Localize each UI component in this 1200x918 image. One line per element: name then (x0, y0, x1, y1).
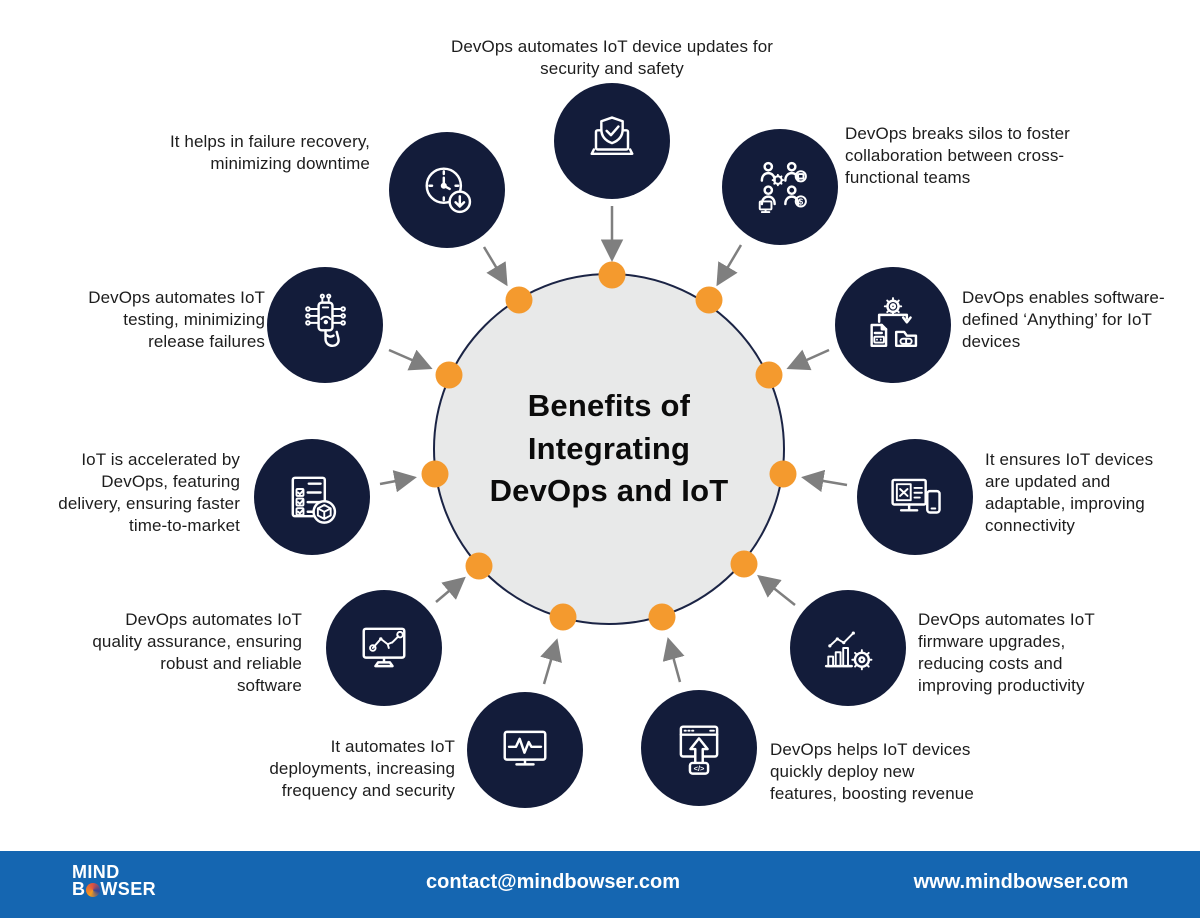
benefit-label-updated-adaptable: It ensures IoT devices are updated and a… (985, 450, 1154, 536)
team-collaboration-icon: $ (758, 161, 807, 214)
benefit-circle-software-defined (835, 267, 951, 383)
connector-arrow (540, 638, 562, 685)
benefit-circle-device-updates (554, 83, 670, 199)
diagram-title-line: DevOps and IoT (489, 473, 729, 509)
footer-email[interactable]: contact@mindbowser.com (426, 871, 680, 893)
benefit-label-quality-assurance: DevOps automates IoT quality assurance, … (92, 610, 302, 696)
connector-dot (755, 361, 783, 389)
connector-dot (695, 286, 723, 314)
robot-monitor-icon (362, 627, 406, 668)
clock-download-icon (425, 167, 472, 214)
iot-chip-icon (305, 293, 346, 348)
benefit-label-iot-testing: DevOps automates IoT testing, minimizing… (88, 288, 265, 352)
mindbowser-logo: MIND B WSER (72, 862, 157, 900)
footer-website[interactable]: www.mindbowser.com (913, 871, 1129, 893)
benefit-label-deploy-features: DevOps helps IoT devices quickly deploy … (770, 740, 974, 804)
deploy-window-icon: </> (679, 725, 719, 775)
benefit-circle-failure-recovery (389, 132, 505, 248)
logo-swirl-icon (85, 882, 100, 897)
benefit-circle-iot-testing (267, 267, 383, 383)
chart-gear-icon (824, 631, 873, 671)
connector-arrow (482, 246, 508, 287)
monitor-devices-icon (891, 478, 941, 514)
logo-text-wser: WSER (100, 879, 157, 900)
benefit-circle-deploy-features: </> (641, 690, 757, 806)
benefit-circle-faster-delivery (254, 439, 370, 555)
benefit-label-faster-delivery: IoT is accelerated by DevOps, featuring … (58, 450, 240, 536)
checklist-package-icon (291, 476, 337, 524)
benefit-label-deployments: It automates IoT deployments, increasing… (269, 737, 455, 801)
benefit-circle-quality-assurance (326, 590, 442, 706)
benefit-circle-updated-adaptable (857, 439, 973, 555)
connector-arrow (435, 576, 466, 603)
connector-arrow (716, 244, 743, 287)
connector-arrow (786, 348, 830, 371)
connector-arrow (388, 348, 433, 371)
connector-dot (730, 550, 758, 578)
benefit-label-failure-recovery: It helps in failure recovery, minimizing… (169, 132, 370, 174)
svg-text:$: $ (798, 196, 803, 206)
connector-dot (435, 361, 463, 389)
connector-dot (598, 261, 626, 289)
benefit-label-firmware-upgrades: DevOps automates IoT firmware upgrades, … (918, 610, 1095, 696)
connector-arrow (379, 470, 417, 493)
connector-dot (769, 460, 797, 488)
connector-arrow (662, 637, 685, 683)
connector-dot (421, 460, 449, 488)
benefit-circle-breaks-silos: $ (722, 129, 838, 245)
file-folder-gear-icon (870, 297, 918, 348)
footer-bar: MIND B WSER contact@mindbowser.com www.mi… (0, 851, 1200, 918)
benefit-label-breaks-silos: DevOps breaks silos to foster collaborat… (845, 124, 1070, 188)
logo-text-bowser: B WSER (72, 879, 157, 900)
connector-arrow (757, 574, 796, 606)
diagram-title-line: Integrating (527, 430, 691, 466)
benefit-circle-deployments (467, 692, 583, 808)
connector-dot (648, 603, 676, 631)
pulse-monitor-icon (503, 730, 547, 766)
svg-text:</>: </> (694, 764, 705, 773)
connector-arrow (801, 469, 848, 493)
benefit-circle-firmware-upgrades (790, 590, 906, 706)
logo-text-mind: MIND (72, 862, 120, 882)
benefit-label-device-updates: DevOps automates IoT device updates for … (450, 37, 774, 79)
connector-dot (505, 286, 533, 314)
laptop-shield-icon (590, 116, 634, 156)
connector-dot (465, 552, 493, 580)
connector-dot (549, 603, 577, 631)
logo-text-b: B (72, 879, 86, 900)
benefit-label-software-defined: DevOps enables software-defined ‘Anythin… (962, 288, 1165, 352)
diagram-title-line: Benefits of (527, 387, 691, 423)
